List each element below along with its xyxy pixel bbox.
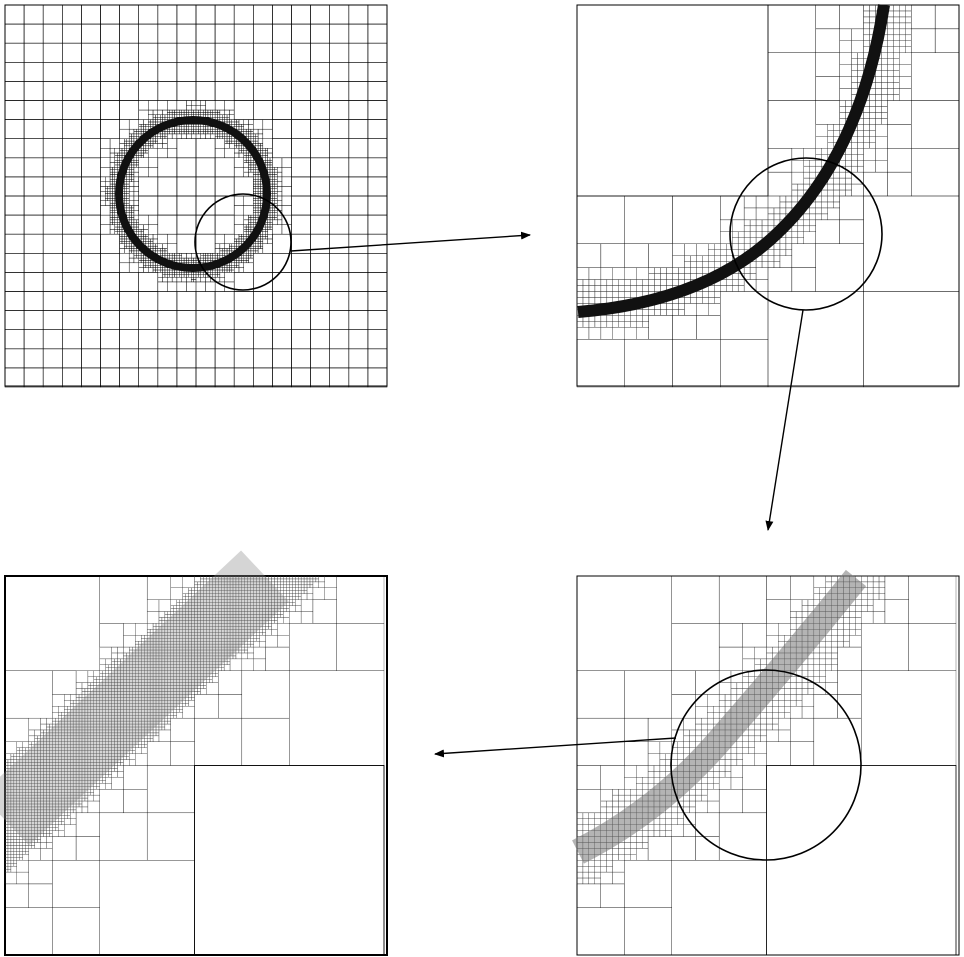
zoom-circle-overview <box>194 193 292 291</box>
zoom-circle-zoom-2 <box>670 669 862 861</box>
panel-overview-refined-band <box>115 116 271 272</box>
panel-zoom-2-refined-band <box>572 569 867 864</box>
panel-zoom-1 <box>576 4 960 388</box>
panel-zoom-3-mesh <box>4 575 385 956</box>
panel-zoom-3-refined-band <box>0 550 289 846</box>
zoom-circle-zoom-1 <box>729 157 883 311</box>
panel-zoom-3 <box>0 550 388 956</box>
panel-zoom-1-refined-band <box>577 4 890 318</box>
arrow-zoom-3 <box>434 737 677 758</box>
panel-overview <box>4 4 388 388</box>
arrow-zoom-1 <box>290 231 531 252</box>
panel-zoom-2 <box>572 569 960 956</box>
arrow-zoom-2 <box>765 309 804 531</box>
panel-overview-mesh <box>4 4 388 388</box>
